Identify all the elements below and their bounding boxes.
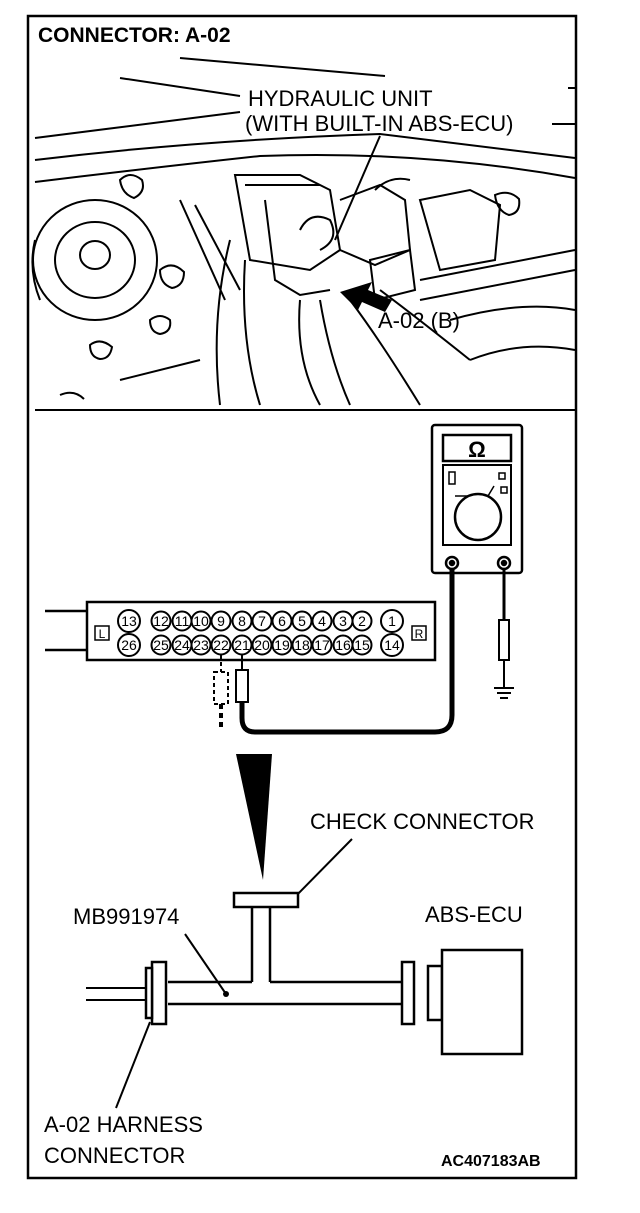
bottom-pin-label: 16 xyxy=(335,637,351,653)
top-pin-circle xyxy=(311,610,333,632)
check-connector-leader xyxy=(289,838,353,903)
ground-probe xyxy=(494,619,514,699)
connector-title: CONNECTOR: A-02 xyxy=(38,24,231,47)
top-pin-label: 5 xyxy=(298,613,306,629)
bottom-pin-label: 14 xyxy=(384,637,400,653)
top-pin-circle xyxy=(380,609,404,633)
top-pin-circle xyxy=(150,610,172,632)
hydraulic-unit-pointer-line xyxy=(334,135,381,241)
bottom-pin-label: 21 xyxy=(234,637,250,653)
ohm-symbol: Ω xyxy=(468,437,486,462)
zoom-pointer xyxy=(236,754,272,880)
bottom-pin-circle xyxy=(351,634,373,656)
check-connector-end-left: L xyxy=(99,627,106,641)
top-pin-label: 3 xyxy=(339,613,347,629)
bottom-pin-label: 17 xyxy=(314,637,330,653)
hydraulic-unit-label-line1: HYDRAULIC UNIT xyxy=(248,86,433,111)
figure-frame xyxy=(26,14,578,1180)
ecu-label: ABS-ECU xyxy=(425,902,523,927)
bottom-pin-label: 24 xyxy=(174,637,190,653)
probe-pin-21 xyxy=(235,655,249,703)
bottom-pin-label: 15 xyxy=(354,637,370,653)
top-pin-label: 12 xyxy=(153,613,169,629)
tool-leader xyxy=(184,933,227,995)
bottom-pin-circle xyxy=(150,634,172,656)
top-pin-label: 4 xyxy=(318,613,326,629)
multimeter xyxy=(430,423,524,575)
top-pin-label: 2 xyxy=(358,613,366,629)
hydraulic-unit-label-line2: (WITH BUILT-IN ABS-ECU) xyxy=(245,111,514,136)
bottom-pin-circle xyxy=(311,634,333,656)
bottom-pin-label: 22 xyxy=(213,637,229,653)
bottom-pin-label: 19 xyxy=(274,637,290,653)
top-pin-label: 9 xyxy=(217,613,225,629)
connector-b-arrow xyxy=(340,282,392,312)
connector-b-label: A-02 (B) xyxy=(378,308,460,333)
bottom-pin-label: 23 xyxy=(193,637,209,653)
engine-bay-illustration xyxy=(31,57,576,411)
bottom-pin-label: 18 xyxy=(294,637,310,653)
bottom-pin-circle xyxy=(117,633,141,657)
top-pin-circle xyxy=(117,609,141,633)
probe-pin-22 xyxy=(213,655,229,730)
check-connector-label: CHECK CONNECTOR xyxy=(310,809,535,834)
top-pin-label: 6 xyxy=(278,613,286,629)
check-connector-end-right: R xyxy=(415,627,424,641)
meter-lead-black xyxy=(239,569,455,735)
harness-label-line2: CONNECTOR xyxy=(44,1143,185,1168)
harness-leader xyxy=(115,1021,151,1109)
figure-code: AC407183AB xyxy=(441,1153,541,1170)
top-pin-label: 1 xyxy=(388,613,396,629)
tool-leader-dot xyxy=(223,991,229,997)
bottom-pin-circle xyxy=(380,633,404,657)
top-pin-label: 8 xyxy=(238,613,246,629)
top-pin-label: 10 xyxy=(193,613,209,629)
top-pin-circle xyxy=(351,610,373,632)
check-connector-body xyxy=(45,600,437,662)
bottom-pin-circle xyxy=(210,634,232,656)
top-pin-circle xyxy=(210,610,232,632)
harness-wires xyxy=(86,987,146,1001)
harness-adapter xyxy=(144,891,524,1056)
bottom-pin-label: 20 xyxy=(254,637,270,653)
bottom-pin-label: 25 xyxy=(153,637,169,653)
tool-label: MB991974 xyxy=(73,904,179,929)
bottom-pin-label: 26 xyxy=(121,637,137,653)
top-pin-label: 11 xyxy=(175,613,190,629)
harness-label-line1: A-02 HARNESS xyxy=(44,1112,203,1137)
top-pin-label: 13 xyxy=(121,613,137,629)
top-pin-label: 7 xyxy=(258,613,266,629)
